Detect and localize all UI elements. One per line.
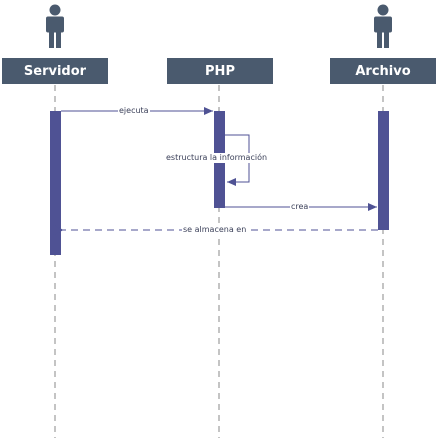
participant-servidor: Servidor	[2, 58, 108, 84]
person-icon	[46, 4, 64, 48]
participant-label: Servidor	[23, 63, 87, 79]
activation-servidor	[50, 111, 61, 255]
message-label-return: se almacena en	[182, 225, 248, 235]
message-label-crea: crea	[290, 202, 310, 212]
participant-php: PHP	[167, 58, 273, 84]
message-label-ejecuta: ejecuta	[118, 106, 150, 116]
message-label-self: estructura la información	[165, 153, 269, 163]
participant-label: Archivo	[355, 63, 411, 79]
activation-archivo	[378, 111, 389, 230]
person-icon	[374, 4, 392, 48]
participant-archivo: Archivo	[330, 58, 436, 84]
participant-label: PHP	[205, 63, 235, 79]
